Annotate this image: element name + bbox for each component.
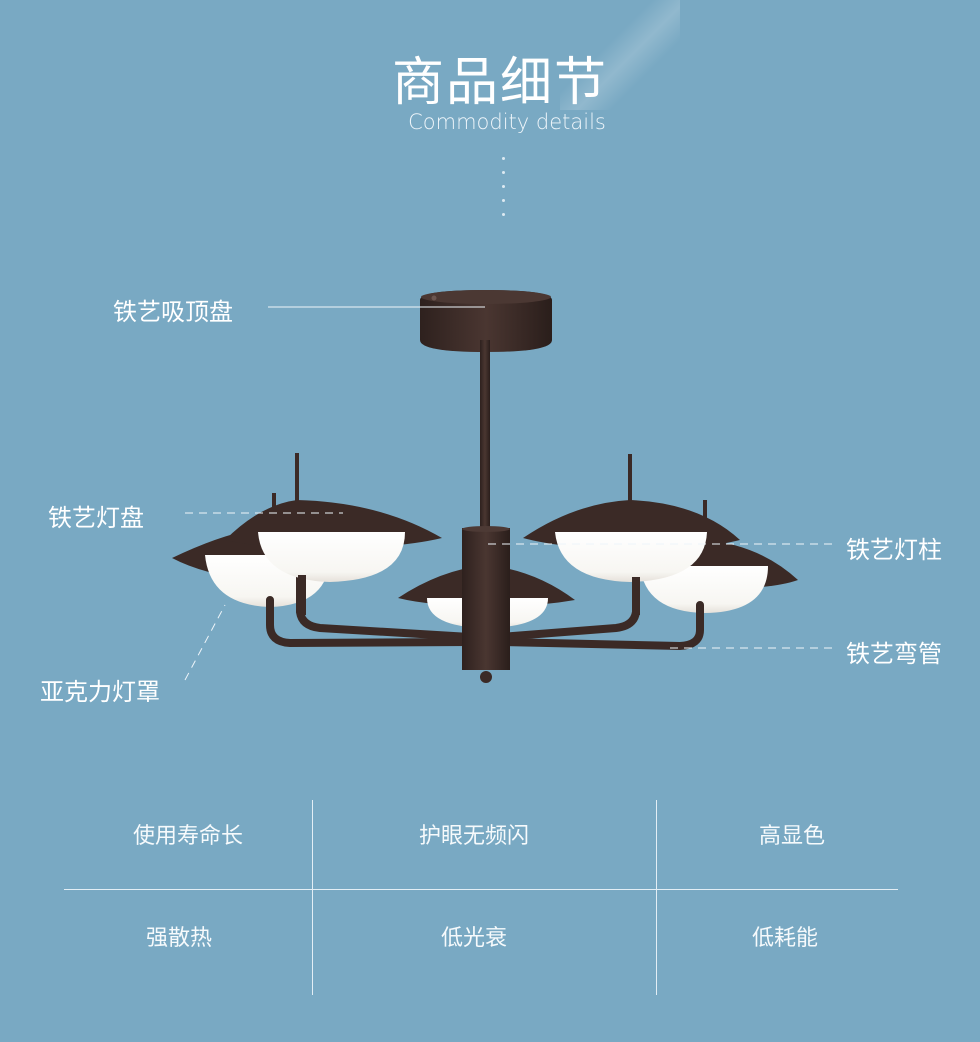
feature-item: 使用寿命长 [132,824,244,849]
ceiling-plate [420,290,552,352]
divider-dot [502,185,505,188]
light-glare [560,0,680,110]
grid-divider [312,800,313,995]
callout-lamp-disc: 铁艺灯盘 [48,504,144,532]
callout-curved-tube: 铁艺弯管 [846,640,942,668]
divider-dot [502,157,505,160]
grid-divider [656,800,657,995]
divider-dot [502,213,505,216]
callout-acrylic-shade: 亚克力灯罩 [40,678,160,706]
center-rod [480,340,490,532]
page-title: 商品细节 [391,53,608,113]
grid-divider [64,889,898,890]
page-subtitle: Commodity details [408,110,606,134]
feature-item: 护眼无频闪 [418,824,530,849]
feature-item: 低耗能 [751,926,819,951]
callout-lines [184,306,838,681]
feature-item: 强散热 [145,926,213,951]
lamp-shade-front-left [225,453,442,615]
divider-dot [502,171,505,174]
feature-item: 低光衰 [440,926,508,951]
callout-lamp-column: 铁艺灯柱 [846,536,942,564]
lamp-column [462,526,510,683]
callout-ceiling-plate: 铁艺吸顶盘 [113,298,233,326]
feature-item: 高显色 [758,824,826,849]
divider-dot [502,199,505,202]
